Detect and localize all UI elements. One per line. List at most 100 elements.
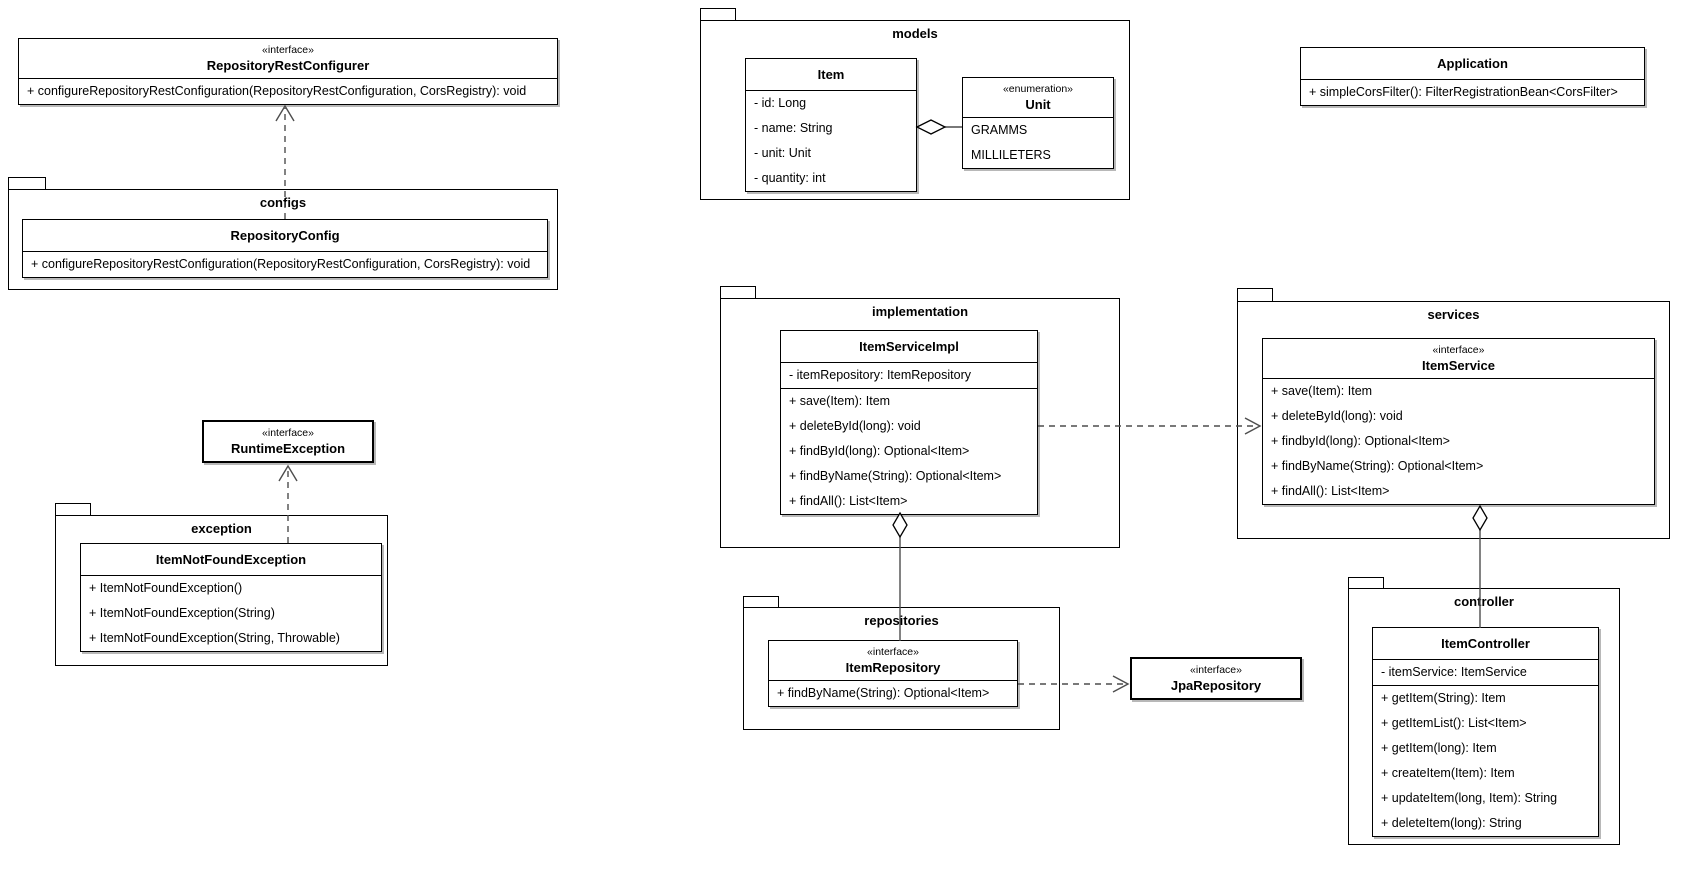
method-row: + getItem(String): Item [1381,691,1506,705]
method-row: + ItemNotFoundException(String, Throwabl… [89,631,340,645]
class-name: Application [1437,56,1508,71]
methods-section: + save(Item): Item + deleteById(long): v… [781,389,1037,514]
class-header: «interface» JpaRepository [1132,659,1300,698]
class-repository-config[interactable]: RepositoryConfig + configureRepositoryRe… [22,219,548,278]
method-row: + findbyId(long): Optional<Item> [1271,434,1450,448]
stereotype-label: «interface» [1190,664,1242,676]
class-header: «interface» RuntimeException [204,422,372,461]
class-name: ItemNotFoundException [155,552,307,567]
package-controller-tab [1348,577,1384,588]
methods-section: + configureRepositoryRestConfiguration(R… [19,79,557,104]
attribute-row: - id: Long [754,96,807,110]
method-row: + getItemList(): List<Item> [1381,716,1527,730]
class-item-repository[interactable]: «interface» ItemRepository + findByName(… [768,640,1018,707]
package-label: configs [259,195,307,210]
enum-value-row: MILLILETERS [971,148,1051,162]
package-label: models [892,26,938,41]
class-item-service-impl[interactable]: ItemServiceImpl - itemRepository: ItemRe… [780,330,1038,515]
method-row: + findByName(String): Optional<Item> [777,686,990,700]
class-repository-rest-configurer[interactable]: «interface» RepositoryRestConfigurer + c… [18,38,558,105]
class-name: ItemRepository [845,660,941,675]
method-row: + updateItem(long, Item): String [1381,791,1558,805]
method-row: + findAll(): List<Item> [1271,484,1390,498]
attributes-section: - itemRepository: ItemRepository [781,363,1037,389]
open-arrowhead-icon [278,464,298,482]
class-header: ItemNotFoundException [81,544,381,576]
class-name: JpaRepository [1170,678,1262,693]
methods-section: + findByName(String): Optional<Item> [769,681,1017,706]
enum-values-section: GRAMMS MILLILETERS [963,118,1113,168]
class-header: «interface» ItemService [1263,339,1654,379]
attribute-row: - name: String [754,121,833,135]
method-row: + ItemNotFoundException() [89,581,243,595]
attribute-row: - quantity: int [754,171,826,185]
method-row: + findByName(String): Optional<Item> [1271,459,1484,473]
package-label: repositories [864,613,939,628]
method-row: + configureRepositoryRestConfiguration(R… [27,84,527,98]
method-row: + save(Item): Item [1271,384,1373,398]
class-header: «enumeration» Unit [963,78,1113,118]
method-row: + findAll(): List<Item> [789,494,908,508]
class-application[interactable]: Application + simpleCorsFilter(): Filter… [1300,47,1645,106]
method-row: + save(Item): Item [789,394,891,408]
stereotype-label: «interface» [1432,344,1485,356]
class-item-controller[interactable]: ItemController - itemService: ItemServic… [1372,627,1599,837]
methods-section: + ItemNotFoundException() + ItemNotFound… [81,576,381,651]
methods-section: + getItem(String): Item + getItemList():… [1373,686,1598,836]
method-row: + deleteById(long): void [789,419,921,433]
stereotype-label: «interface» [867,646,919,658]
attribute-row: - itemService: ItemService [1381,665,1527,679]
methods-section: + save(Item): Item + deleteById(long): v… [1263,379,1654,504]
attributes-section: - id: Long - name: String - unit: Unit -… [746,91,916,191]
package-services-tab [1237,288,1273,301]
method-row: + findById(long): Optional<Item> [789,444,970,458]
class-item-service[interactable]: «interface» ItemService + save(Item): It… [1262,338,1655,505]
class-runtime-exception[interactable]: «interface» RuntimeException [202,420,374,463]
attribute-row: - unit: Unit [754,146,811,160]
class-header: «interface» RepositoryRestConfigurer [19,39,557,79]
enum-value-row: GRAMMS [971,123,1028,137]
class-unit-enumeration[interactable]: «enumeration» Unit GRAMMS MILLILETERS [962,77,1114,169]
class-header: Application [1301,48,1644,80]
open-arrowhead-icon [275,104,295,122]
package-models-tab [700,8,736,20]
stereotype-label: «interface» [262,44,314,56]
open-arrowhead-icon [1112,675,1130,693]
stereotype-label: «enumeration» [1002,83,1074,95]
class-header: Item [746,59,916,91]
class-header: RepositoryConfig [23,220,547,252]
class-item-not-found-exception[interactable]: ItemNotFoundException + ItemNotFoundExce… [80,543,382,652]
package-label: implementation [871,304,969,319]
class-header: ItemController [1373,628,1598,660]
class-name: ItemServiceImpl [859,339,959,354]
class-header: ItemServiceImpl [781,331,1037,363]
package-repositories-tab [743,596,779,607]
class-name: Unit [1025,97,1051,112]
package-label: services [1427,307,1480,322]
method-row: + deleteItem(long): String [1381,816,1522,830]
methods-section: + configureRepositoryRestConfiguration(R… [23,252,547,277]
class-name: RepositoryRestConfigurer [206,58,370,73]
class-name: RuntimeException [230,441,346,456]
attribute-row: - itemRepository: ItemRepository [789,368,972,382]
class-item[interactable]: Item - id: Long - name: String - unit: U… [745,58,917,192]
stereotype-label: «interface» [262,427,314,439]
class-name: RepositoryConfig [230,228,340,243]
class-name: ItemService [1422,358,1495,373]
method-row: + getItem(long): Item [1381,741,1497,755]
attributes-section: - itemService: ItemService [1373,660,1598,686]
method-row: + findByName(String): Optional<Item> [789,469,1002,483]
class-jpa-repository[interactable]: «interface» JpaRepository [1130,657,1302,700]
method-row: + createItem(Item): Item [1381,766,1515,780]
package-label: controller [1454,594,1514,609]
class-header: «interface» ItemRepository [769,641,1017,681]
methods-section: + simpleCorsFilter(): FilterRegistration… [1301,80,1644,105]
method-row: + simpleCorsFilter(): FilterRegistration… [1309,85,1618,99]
package-implementation-tab [720,286,756,298]
class-name: ItemController [1441,636,1530,651]
method-row: + ItemNotFoundException(String) [89,606,275,620]
class-name: Item [817,67,845,82]
package-exception-tab [55,503,91,515]
package-label: exception [191,521,252,536]
